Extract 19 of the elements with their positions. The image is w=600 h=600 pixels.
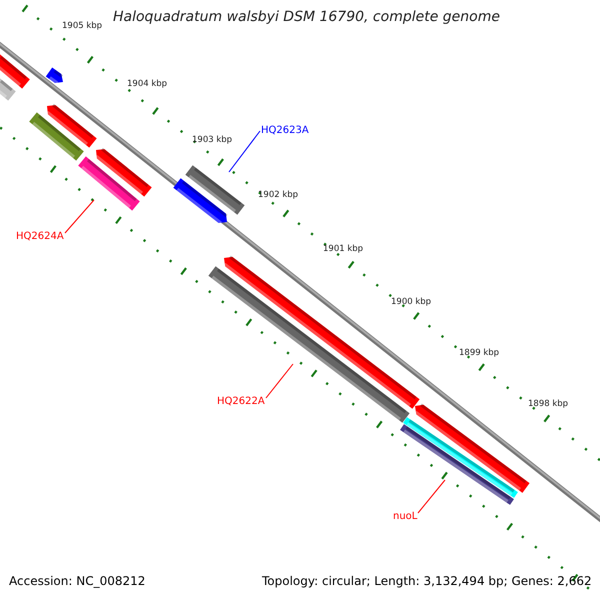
scale-label: 1901 kbp	[323, 244, 364, 254]
scale-label: 1898 kbp	[528, 399, 568, 409]
scale-label: 1902 kbp	[258, 190, 298, 200]
scale-label: 1899 kbp	[459, 348, 500, 358]
leader-line	[64, 200, 94, 234]
leader-line	[418, 480, 446, 514]
info-text: Accession: NC_008212	[9, 574, 146, 588]
scale-label: 1905 kbp	[62, 21, 102, 31]
diagram-title: Haloquadratum walsbyi DSM 16790, complete genome	[113, 9, 500, 25]
gene-label: HQ2622A	[217, 396, 265, 408]
info-text: Topology: circular; Length: 3,132,494 bp; Genes: 2,662	[262, 574, 592, 588]
gene-label: nuoL	[393, 511, 418, 523]
scale-label: 1903 kbp	[192, 135, 232, 145]
scale-label: 1900 kbp	[391, 297, 432, 307]
gene-label: HQ2624A	[16, 231, 64, 243]
gene-label: HQ2623A	[261, 125, 309, 137]
leader-line	[228, 130, 260, 172]
leader-line	[266, 364, 294, 398]
scale-label: 1904 kbp	[127, 79, 168, 89]
